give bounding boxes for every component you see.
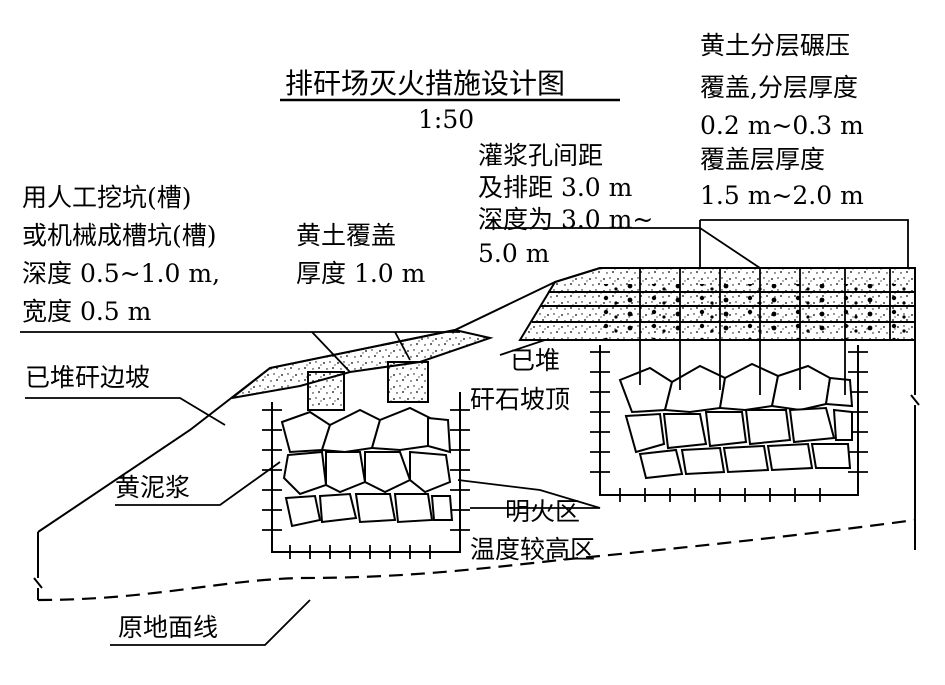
loess-cover-left [231,328,494,399]
label-trench-2: 或机械成槽坑(槽) [22,221,217,250]
label-top-right-1: 黄土分层碾压 [700,31,851,60]
label-top-right-5: 1.5 m~2.0 m [700,181,864,210]
label-ground: 原地面线 [118,613,219,642]
label-mud: 黄泥浆 [115,473,191,502]
label-fire-1: 明火区 [505,497,581,526]
diagram-title: 排矸场灭火措施设计图 [285,67,566,100]
heavy-dot-band [600,284,915,340]
label-slope: 已堆矸边坡 [25,363,151,392]
label-top-right-3: 0.2 m~0.3 m [700,111,864,140]
label-loess-1: 黄土覆盖 [296,221,397,250]
rock-fill-left [280,406,454,528]
layer-boundaries [520,291,915,341]
grout-holes [639,268,891,395]
label-trench-3: 深度 0.5~1.0 m, [22,259,221,288]
trench-fill-1 [307,371,345,411]
label-loess-2: 厚度 1.0 m [296,259,426,288]
label-pile-top-2: 矸石坡顶 [470,385,571,414]
label-grout-4: 5.0 m [478,239,550,268]
fire-zone-right [590,345,868,502]
rock-fill-right [618,362,854,480]
label-top-right-4: 覆盖层厚度 [700,145,826,174]
label-grout-3: 深度为 3.0 m~ [478,205,654,234]
label-trench-4: 宽度 0.5 m [22,297,152,326]
label-fire-2: 温度较高区 [470,535,596,564]
fire-zone-left [262,392,470,559]
label-top-right-2: 覆盖,分层厚度 [700,73,858,102]
label-grout-1: 灌浆孔间距 [478,141,604,170]
original-ground-line [37,518,916,602]
label-pile-top-1: 已堆 [510,346,561,375]
label-trench-1: 用人工挖坑(槽) [22,183,192,212]
leader-lines [20,99,909,646]
label-grout-2: 及排距 3.0 m [478,173,633,202]
trench-fill-2 [387,361,429,403]
scale-label: 1:50 [418,105,475,134]
left-break-line [33,532,43,600]
